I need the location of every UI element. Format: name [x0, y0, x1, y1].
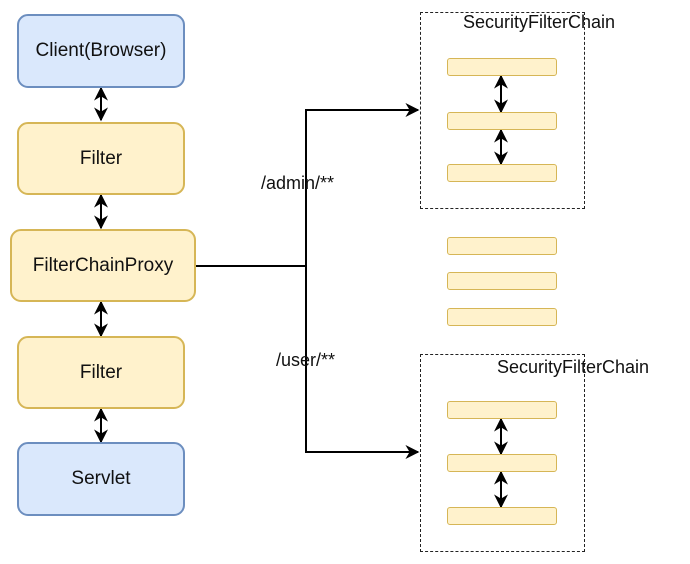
filter-bottom-label: Filter: [79, 361, 123, 383]
user-chain-filter-1: [447, 401, 557, 419]
admin-chain-filter-1: [447, 58, 557, 76]
client-browser-label: Client(Browser): [35, 40, 167, 61]
admin-route-label: /admin/**: [261, 173, 335, 193]
admin-route-connector: [196, 103, 420, 267]
user-route-label: /user/**: [276, 350, 336, 370]
security-filter-chain-admin: [420, 12, 585, 209]
user-route-connector: [305, 266, 420, 459]
servlet-label: Servlet: [71, 468, 131, 489]
filter-bottom-node: Filter: [17, 336, 185, 409]
filter-chain-proxy-node: FilterChainProxy: [10, 229, 196, 302]
middle-chain-filter-3: [447, 308, 557, 326]
filter-top-label: Filter: [79, 147, 123, 169]
filter-top-node: Filter: [17, 122, 185, 195]
filter-chain-proxy-label: FilterChainProxy: [32, 254, 174, 276]
middle-chain-filter-1: [447, 237, 557, 255]
admin-chain-filter-2: [447, 112, 557, 130]
admin-chain-filter-3: [447, 164, 557, 182]
servlet-node: Servlet: [17, 442, 185, 516]
client-browser-node: Client(Browser): [17, 14, 185, 88]
user-chain-filter-3: [447, 507, 557, 525]
security-filter-chain-user: [420, 354, 585, 552]
security-filter-chain-admin-title: SecurityFilterChain: [463, 12, 616, 32]
middle-chain-filter-2: [447, 272, 557, 290]
security-filter-chain-user-title: SecurityFilterChain: [497, 357, 650, 377]
user-chain-filter-2: [447, 454, 557, 472]
